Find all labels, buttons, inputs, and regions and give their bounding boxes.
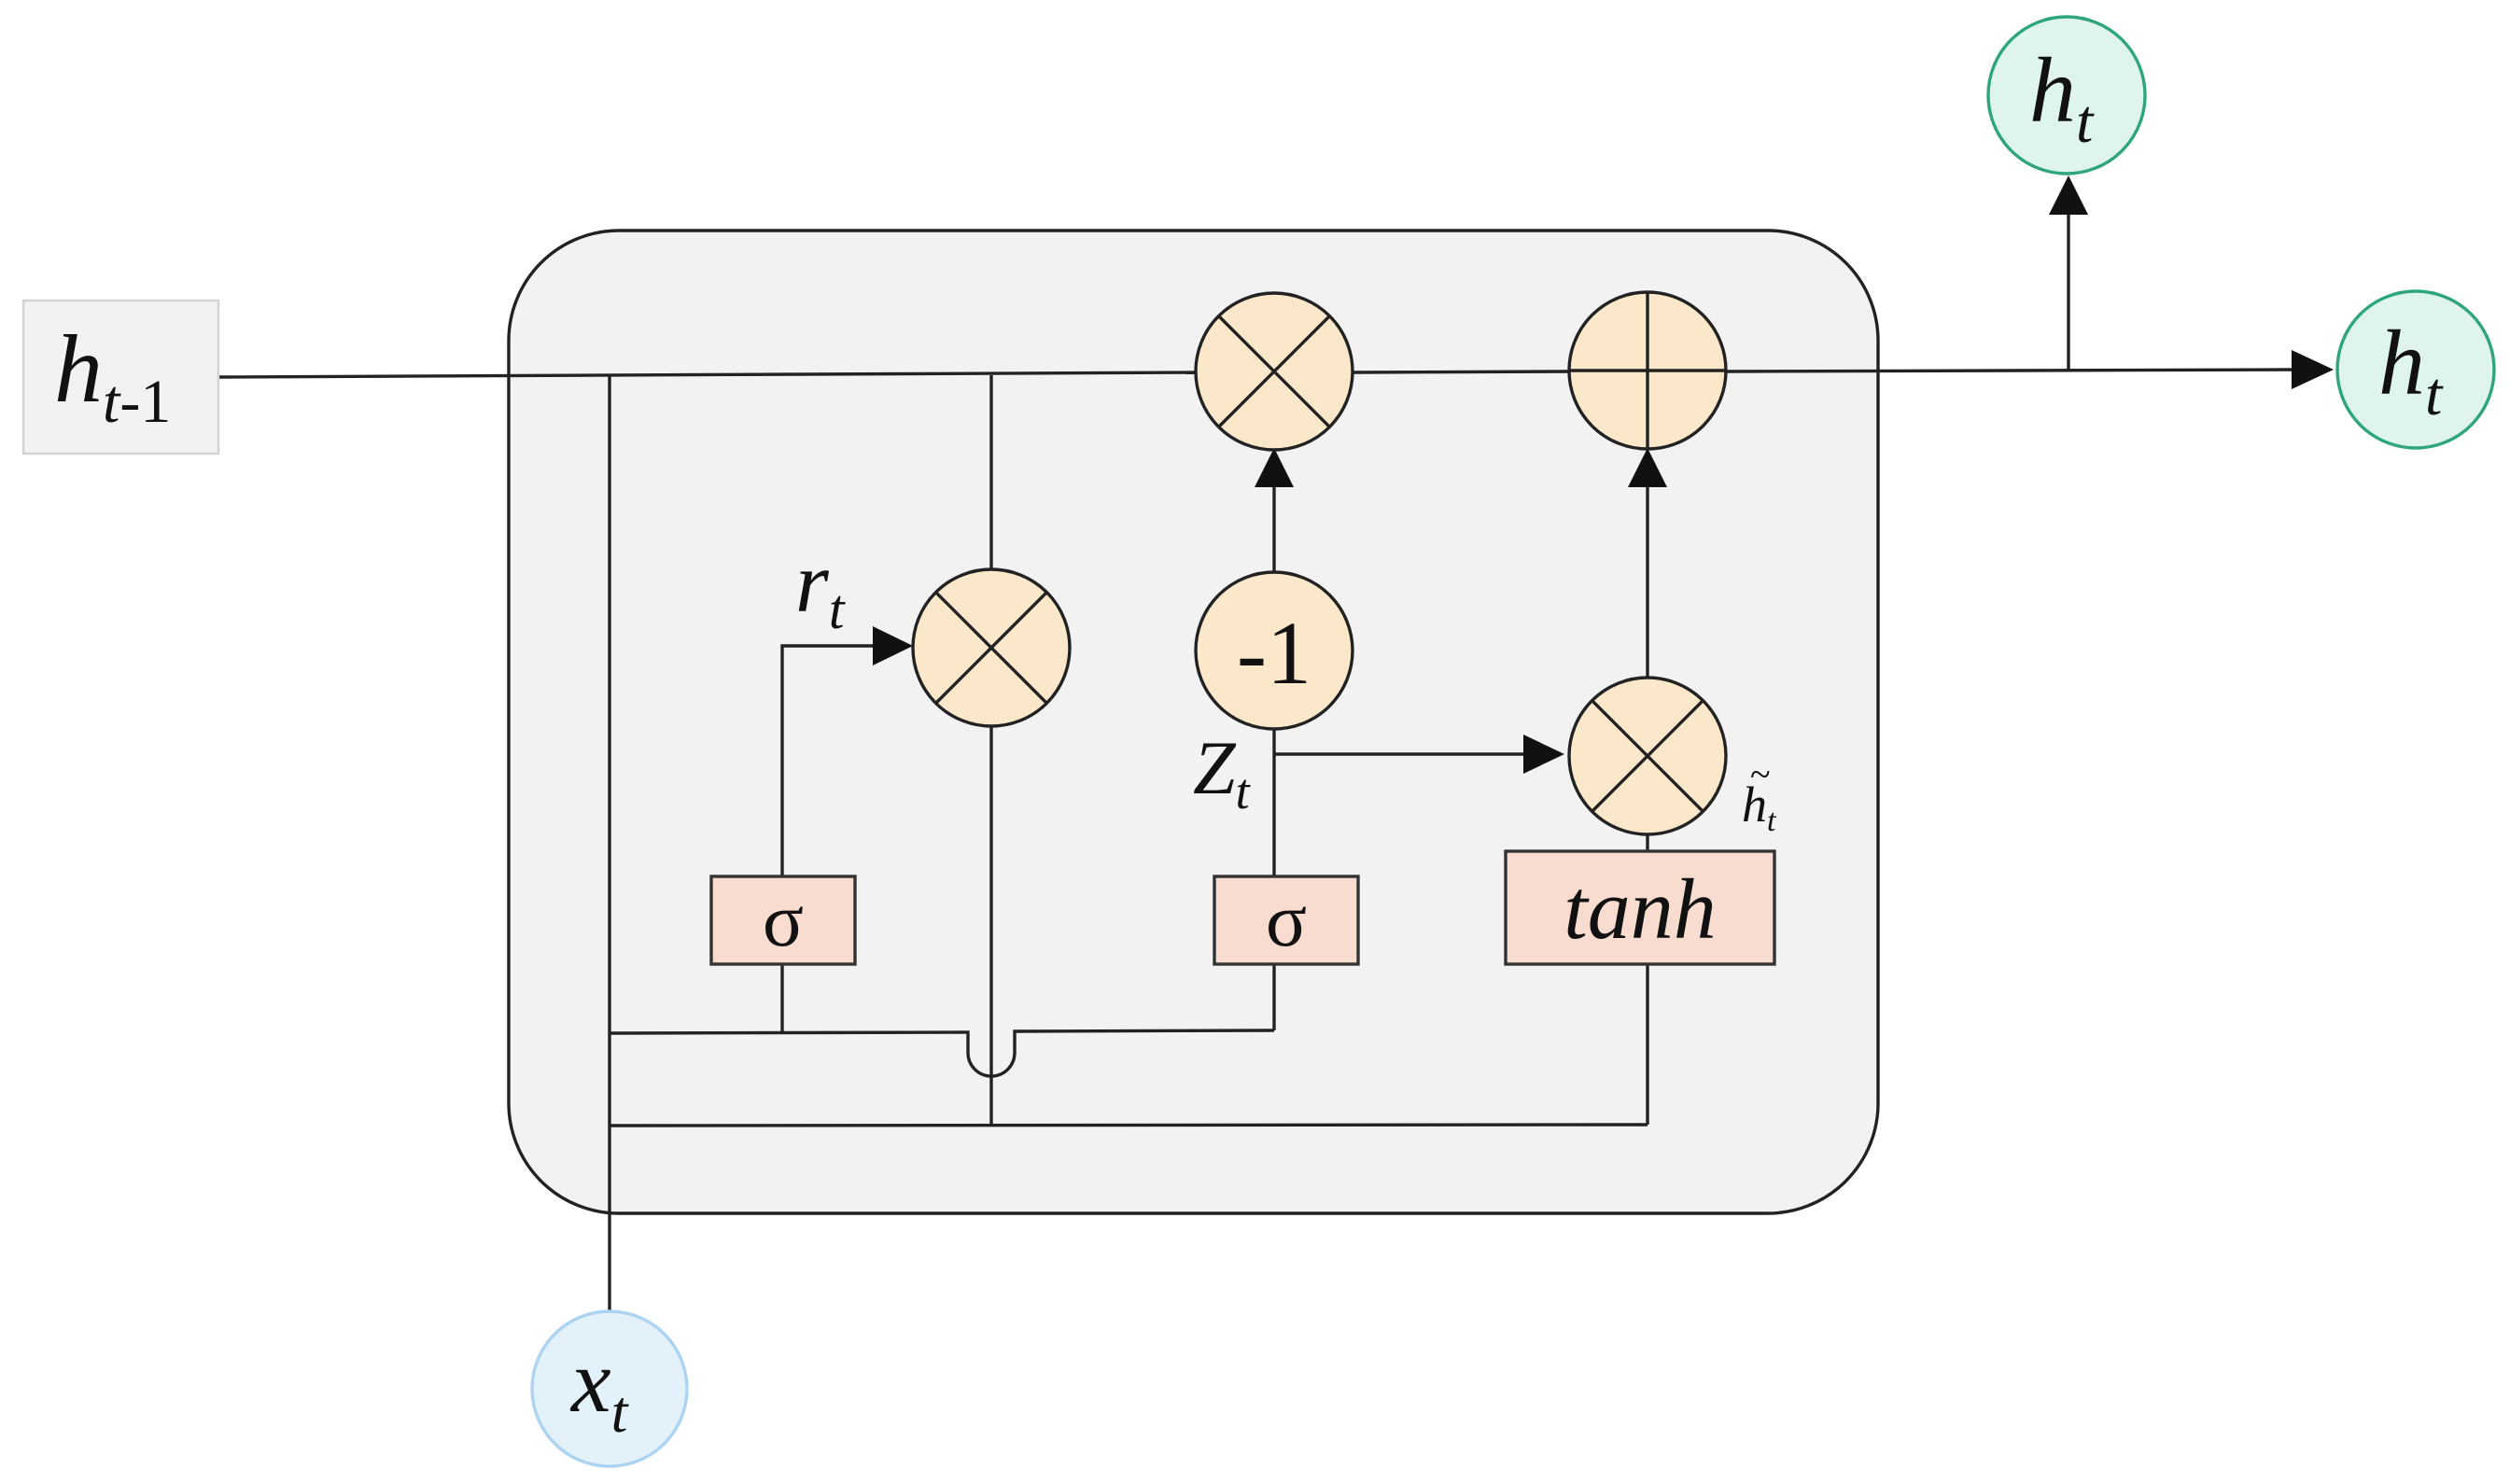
gate-sigma-reset: σ [709,875,857,966]
tanh-label: tanh [1563,861,1717,957]
wire-hidden-main-a [218,371,1198,379]
output-right-label: ht [2378,311,2444,428]
arrow-right-output [2292,350,2334,389]
svg-text:ht: ht [1742,777,1777,838]
reset-gate-label: rt [795,535,846,640]
gate-sigma-update: σ [1213,875,1360,966]
minus-one-circle [1194,570,1354,731]
sigma-update-label: σ [1266,877,1307,962]
wire-upper-bus [609,1029,1275,1078]
op-multiply-reset [911,567,1072,728]
arrow-cand-to-add [1628,448,1667,487]
arrow-reset-to-mult [873,626,913,665]
wire-hidden-main-b [1353,370,1569,374]
wire-lower-bus [609,1123,1648,1127]
input-x: xt [530,1309,689,1468]
candidate-label: ~ ht [1742,753,1777,838]
arrowheads [873,175,2334,774]
output-top: ht [1986,15,2147,175]
wire-hidden-main-c [1724,368,2302,373]
update-gate-label: Zt [1193,725,1252,819]
sigma-reset-label: σ [763,877,804,962]
op-multiply-hidden [1194,291,1354,452]
x-label: xt [569,1331,630,1445]
minus-one-label: -1 [1237,603,1311,703]
output-top-label: ht [2029,38,2095,156]
op-minus-one: -1 [1194,570,1354,731]
candidate-accent: ~ [1750,753,1771,795]
input-prev-hidden: ht-1 [21,299,220,455]
op-multiply-candidate [1567,676,1728,836]
gru-cell-box [507,229,1880,1215]
gate-tanh: tanh [1504,849,1776,966]
arrow-update-to-cand-mult [1523,735,1564,774]
output-right: ht [2335,289,2496,450]
arrow-top-output [2049,175,2088,215]
op-add [1567,290,1728,451]
prev-hidden-label: ht-1 [54,315,171,436]
wire-reset-out [780,644,873,876]
arrow-minus-one-to-mult [1255,448,1294,487]
wires [218,205,2302,1311]
